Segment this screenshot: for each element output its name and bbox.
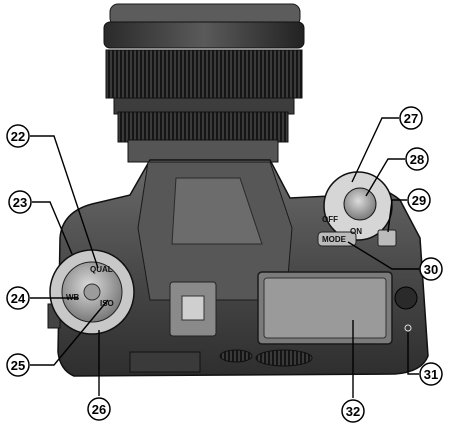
leader-23 [32,201,73,255]
lens-zoom-ring [105,49,303,99]
callout-31-label: 31 [424,367,438,382]
callout-23: 23 [8,190,32,214]
callout-25: 25 [6,353,30,377]
callout-22-label: 22 [11,129,25,144]
callout-30-label: 30 [424,262,438,277]
callout-26-label: 26 [92,402,106,417]
focal-plane-mark [404,324,412,332]
exposure-comp-button [377,229,397,247]
lens-focus-ring [117,111,289,143]
callout-22: 22 [6,124,30,148]
shutter-release-button [343,187,377,221]
sub-command-dial [255,349,313,367]
strap-eyelet [394,286,418,310]
release-mode-dial-center [83,283,101,301]
on-label: ON [350,227,362,236]
callout-28-label: 28 [410,152,424,167]
lens-mount [127,139,279,163]
leader-30 [347,241,419,270]
callout-29: 29 [407,188,431,212]
off-label: OFF [322,215,338,224]
callout-32: 32 [341,399,365,423]
hot-shoe-contacts [181,295,205,321]
callout-25-label: 25 [11,358,25,373]
prism-top [171,177,263,245]
leader-27 [351,117,399,183]
callout-31: 31 [419,362,443,386]
callout-30: 30 [419,257,443,281]
leader-lines [30,117,419,398]
callout-27-label: 27 [404,111,418,126]
callout-29-label: 29 [412,193,426,208]
leader-31 [407,332,419,375]
grip-bottom [129,351,201,373]
qual-label: QUAL [90,265,113,274]
leader-29 [387,199,407,233]
mode-label: MODE [322,235,347,244]
lcd-screen [263,277,387,339]
shutter-area: MODE OFF ON [317,171,397,247]
callouts: 22 23 24 25 26 27 28 29 [6,106,443,423]
iso-label: ISO [100,299,114,308]
callout-24: 24 [6,286,30,310]
callout-32-label: 32 [346,404,360,419]
callout-28: 28 [405,147,429,171]
lens [103,3,305,163]
mode-button [317,231,357,247]
callout-26: 26 [87,397,111,421]
leader-28 [365,158,405,197]
main-command-dial [219,349,253,363]
release-mode-dial: QUAL WB ISO [49,249,135,335]
callout-27: 27 [399,106,423,130]
callout-24-label: 24 [11,291,26,306]
callout-23-label: 23 [13,195,27,210]
leader-25 [30,299,109,366]
leader-22 [30,135,99,269]
lens-front-ring [103,21,305,49]
